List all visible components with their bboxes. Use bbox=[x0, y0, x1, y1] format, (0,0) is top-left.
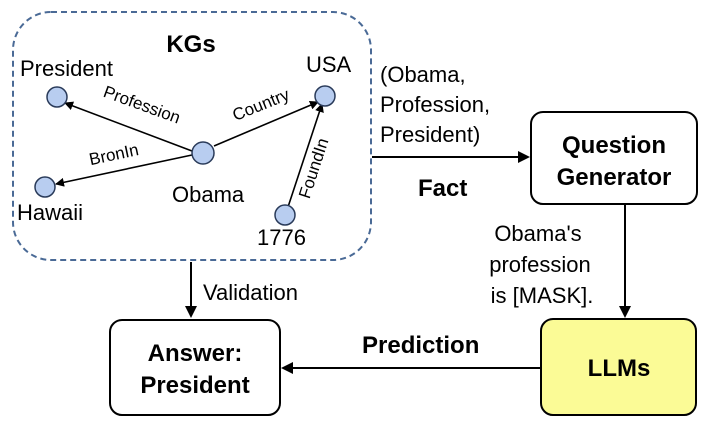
edge-profession-arrow bbox=[64, 101, 193, 152]
question-generator-box: Question Generator bbox=[530, 111, 698, 205]
llms-rect bbox=[540, 318, 697, 416]
fact-tuple-line-3: President) bbox=[380, 122, 480, 147]
masked-question: Obama's profession is [MASK]. bbox=[489, 221, 593, 308]
node-obama bbox=[191, 141, 215, 165]
question-generator-rect bbox=[530, 111, 698, 205]
fact-tuple-line-2: Profession, bbox=[380, 92, 490, 117]
edge-foundin-arrow bbox=[287, 103, 324, 208]
answer-rect bbox=[109, 319, 281, 416]
node-president bbox=[46, 86, 68, 108]
node-label-obama: Obama bbox=[172, 182, 245, 207]
llms-label: LLMs bbox=[588, 355, 651, 382]
kg-dashed-border bbox=[12, 11, 372, 261]
kg-panel: KGs Profession Country BronIn FoundIn Pr… bbox=[12, 11, 372, 261]
node-usa bbox=[314, 85, 336, 107]
edge-bornin-arrow bbox=[55, 154, 193, 187]
answer-box: Answer: President bbox=[109, 319, 281, 416]
node-hawaii bbox=[34, 176, 56, 198]
validation-label: Validation bbox=[203, 280, 298, 305]
node-label-1776: 1776 bbox=[257, 225, 306, 250]
node-label-usa: USA bbox=[306, 52, 352, 77]
edge-country-arrow bbox=[213, 100, 319, 147]
node-label-president: President bbox=[20, 56, 113, 81]
prediction-label: Prediction bbox=[362, 332, 479, 359]
node-1776 bbox=[274, 204, 296, 226]
kg-title: KGs bbox=[166, 31, 215, 58]
question-generator-line-1: Question bbox=[562, 132, 666, 159]
fact-label: Fact bbox=[418, 175, 467, 202]
fact-tuple: (Obama, Profession, President) bbox=[380, 62, 490, 147]
fact-tuple-line-1: (Obama, bbox=[380, 62, 466, 87]
question-generator-line-2: Generator bbox=[557, 164, 672, 191]
answer-line-1: Answer: bbox=[148, 340, 243, 367]
masked-question-line-2: profession bbox=[489, 252, 591, 277]
masked-question-line-3: is [MASK]. bbox=[491, 283, 594, 308]
node-label-hawaii: Hawaii bbox=[17, 200, 83, 225]
llms-box: LLMs bbox=[540, 318, 697, 416]
answer-line-2: President bbox=[140, 372, 249, 399]
masked-question-line-1: Obama's bbox=[494, 221, 581, 246]
